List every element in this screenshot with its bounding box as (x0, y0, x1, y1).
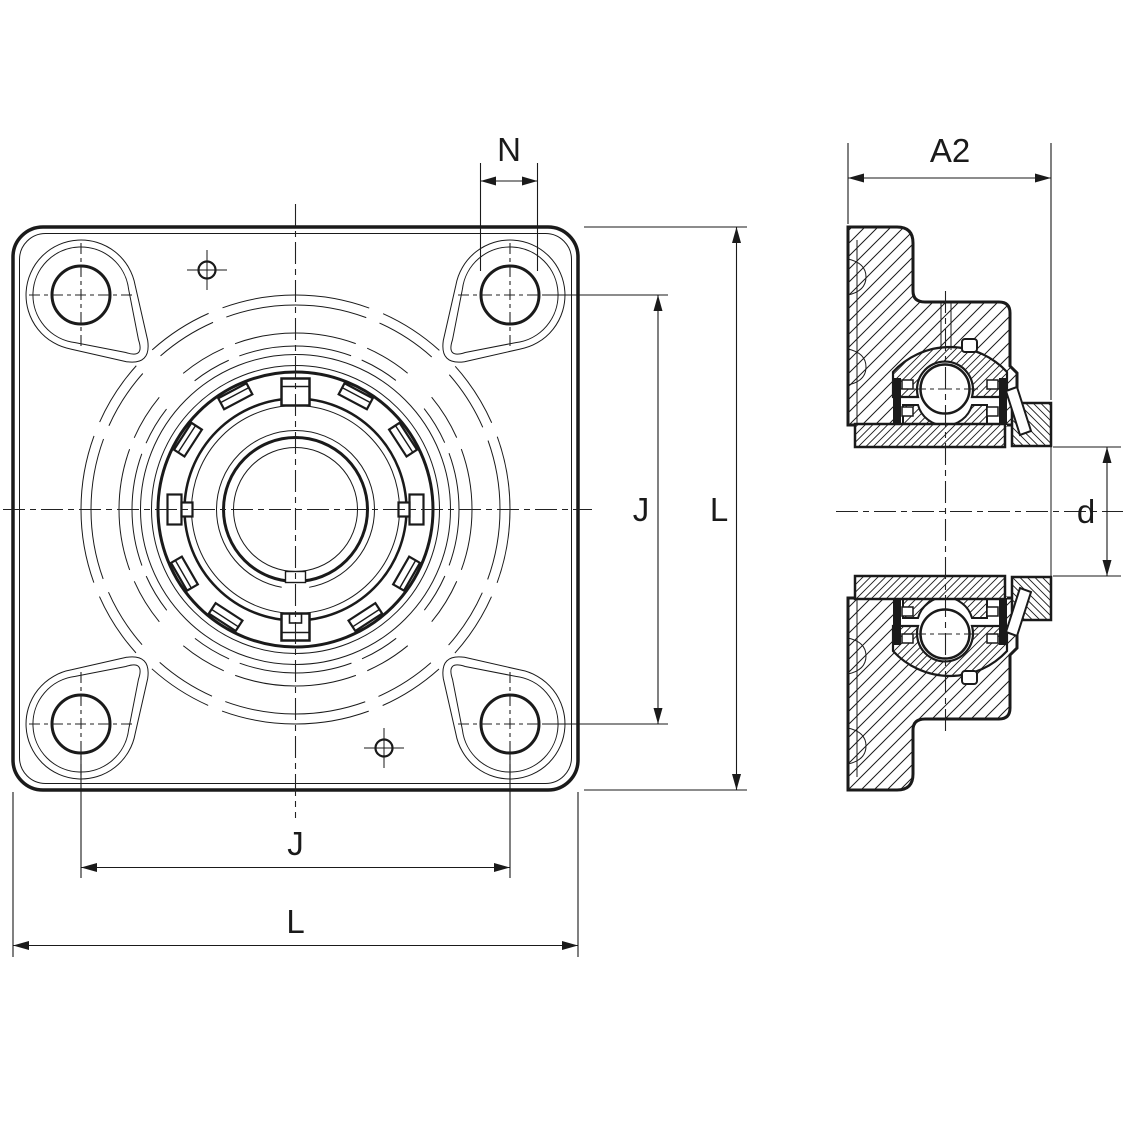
dim-d (1053, 446, 1121, 577)
dim-j-horizontal (80, 753, 511, 878)
dim-label-l-horizontal: L (286, 903, 304, 940)
dim-l-vertical (584, 226, 747, 791)
dim-label-j-vertical: J (633, 491, 650, 528)
bolt-holes (50, 264, 541, 755)
flange-face-reliefs (847, 240, 867, 777)
dim-label-l-vertical: L (710, 491, 728, 528)
lockwasher-prong-bottom (1004, 586, 1033, 638)
corner-bosses (25, 239, 566, 780)
seals (893, 378, 1007, 645)
dim-label-n: N (497, 131, 521, 168)
grease-holes (187, 250, 404, 768)
lockwasher-prong-top (1004, 385, 1033, 437)
dim-label-j-horizontal: J (287, 825, 304, 862)
dimensions (12, 143, 1121, 957)
side-view (846, 225, 1053, 792)
dim-label-d: d (1077, 493, 1095, 530)
grease-passage (940, 303, 952, 350)
locating-pin-bottom (961, 670, 978, 685)
dim-j-vertical (543, 294, 668, 725)
dim-n (479, 163, 539, 271)
locating-pin-top (961, 338, 978, 353)
locknut-slots (166, 377, 425, 642)
dim-l-horizontal (12, 792, 579, 957)
dim-a2 (847, 143, 1052, 400)
dim-label-a2: A2 (930, 132, 970, 169)
